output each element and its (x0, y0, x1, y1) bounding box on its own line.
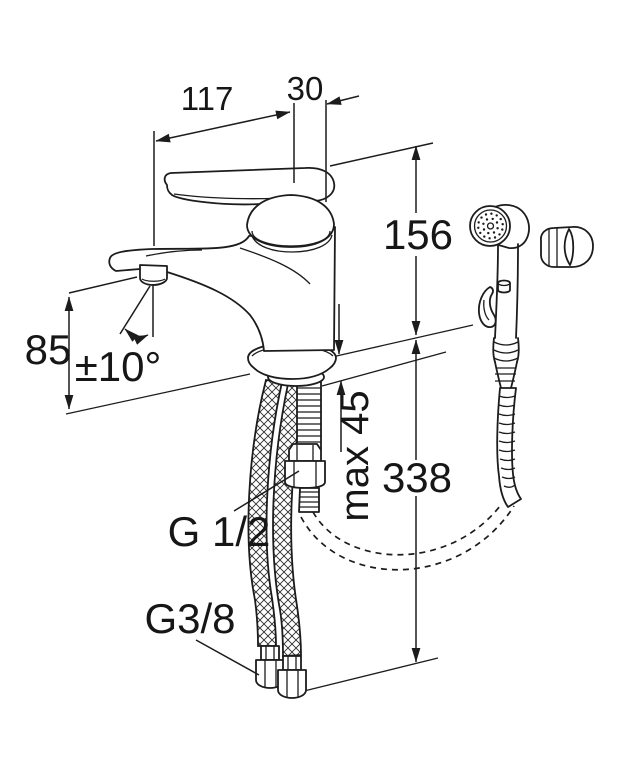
body-crease (239, 247, 311, 285)
spray-dots (477, 212, 504, 240)
dim-label-max45: max 45 (333, 390, 377, 521)
dim-label-338: 338 (382, 454, 452, 501)
dim-label-30: 30 (287, 70, 324, 107)
hose-connection-stud (284, 375, 326, 513)
hex-nut-g12 (284, 460, 326, 489)
wall-bracket (540, 226, 594, 268)
dimension-85: 85 (25, 276, 138, 410)
spray-button (497, 279, 511, 294)
spray-hose-corrugated (496, 387, 522, 508)
supply-connector-right (277, 655, 307, 699)
dim-label-85: 85 (25, 326, 72, 373)
faucet-body (108, 167, 337, 387)
spray-handle-left (494, 245, 499, 339)
dim-label-angle: ±10° (75, 343, 162, 390)
thread-label-g38: G3/8 (144, 595, 235, 642)
dimension-max-45: max 45 (333, 304, 377, 522)
hex-nut-small (288, 443, 322, 462)
thread-label-g12: G 1/2 (168, 508, 271, 555)
dimension-swivel-angle: ±10° (75, 284, 162, 390)
deck-surface-lines (65, 324, 474, 693)
spray-trigger (477, 286, 497, 328)
dim-label-117: 117 (181, 80, 234, 117)
handle-pivot-dome (246, 194, 335, 253)
dimension-30: 30 (287, 70, 360, 202)
dim-label-156: 156 (383, 211, 453, 258)
bottom-reference-line (299, 657, 439, 693)
supply-hoses (247, 379, 307, 699)
spray-face (469, 205, 511, 247)
spout-crease (145, 249, 203, 257)
deck-underside-line (321, 351, 447, 387)
dimension-117: 117 (153, 80, 291, 246)
hose-routing-dashed (300, 505, 515, 571)
supply-connector-left (255, 645, 285, 689)
hand-spray (469, 204, 530, 508)
dimension-156: 156 (329, 142, 453, 336)
dimension-338: 338 (382, 339, 452, 663)
grip-rings (493, 341, 519, 362)
label-g12: G 1/2 (168, 470, 300, 555)
label-g38: G3/8 (144, 595, 260, 676)
aerator (139, 264, 168, 286)
spray-handle-right (515, 243, 519, 339)
hose-cone (494, 361, 518, 389)
